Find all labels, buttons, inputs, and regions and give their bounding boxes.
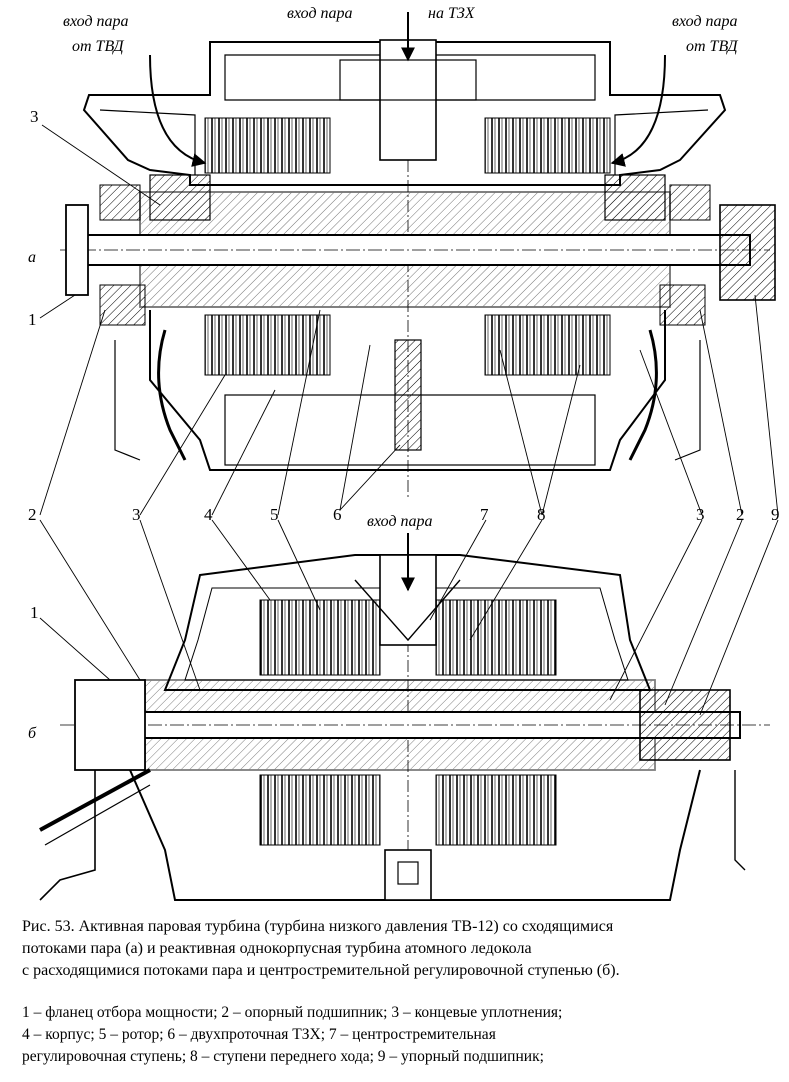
- legend-line-3: регулировочная ступень; 8 – ступени пере…: [22, 1048, 544, 1065]
- label-steam-inlet-bottom: вход пара: [367, 513, 433, 530]
- caption-line-2: потоками пара (а) и реактивная однокорпу…: [22, 940, 532, 957]
- callout-leaders-b: [39, 519, 779, 716]
- callout-1-top: 1: [28, 310, 37, 329]
- caption-line-1: Рис. 53. Активная паровая турбина (турби…: [22, 918, 614, 935]
- label-steam-inlet-right-line1: вход пара: [672, 13, 738, 30]
- callout-leaders-a: [39, 124, 779, 516]
- callout-9: 9: [771, 505, 780, 524]
- legend-line-1: 1 – фланец отбора мощности; 2 – опорный …: [22, 1004, 563, 1021]
- label-steam-inlet-center-dest: на ТЗХ: [428, 5, 476, 22]
- callout-2-left: 2: [28, 505, 37, 524]
- figure-legend: 1 – фланец отбора мощности; 2 – опорный …: [22, 1002, 782, 1068]
- callout-3-mid-right: 3: [696, 505, 705, 524]
- turbine-a-drawing: [60, 12, 776, 500]
- callout-6: 6: [333, 505, 342, 524]
- figure-caption: Рис. 53. Активная паровая турбина (турби…: [22, 916, 782, 982]
- label-steam-inlet-left-line2: от ТВД: [72, 38, 124, 55]
- label-steam-inlet-right-line2: от ТВД: [686, 38, 738, 55]
- turbine-figure: вход пара от ТВД вход пара на ТЗХ вход п…: [28, 5, 780, 901]
- callout-2-right: 2: [736, 505, 745, 524]
- view-letter-b: б: [28, 725, 37, 742]
- label-steam-inlet-left-line1: вход пара: [63, 13, 129, 30]
- label-steam-inlet-center: вход пара: [287, 5, 353, 22]
- callout-5: 5: [270, 505, 279, 524]
- callout-1-bottom: 1: [30, 603, 39, 622]
- callout-3-top: 3: [30, 107, 39, 126]
- callout-4: 4: [204, 505, 213, 524]
- callout-3-mid-left: 3: [132, 505, 141, 524]
- callout-8: 8: [537, 505, 546, 524]
- caption-line-3: с расходящимися потоками пара и центрост…: [22, 962, 620, 979]
- turbine-b-drawing: [39, 533, 770, 901]
- legend-line-2: 4 – корпус; 5 – ротор; 6 – двухпроточная…: [22, 1026, 496, 1043]
- callout-7: 7: [480, 505, 489, 524]
- view-letter-a: а: [28, 249, 36, 266]
